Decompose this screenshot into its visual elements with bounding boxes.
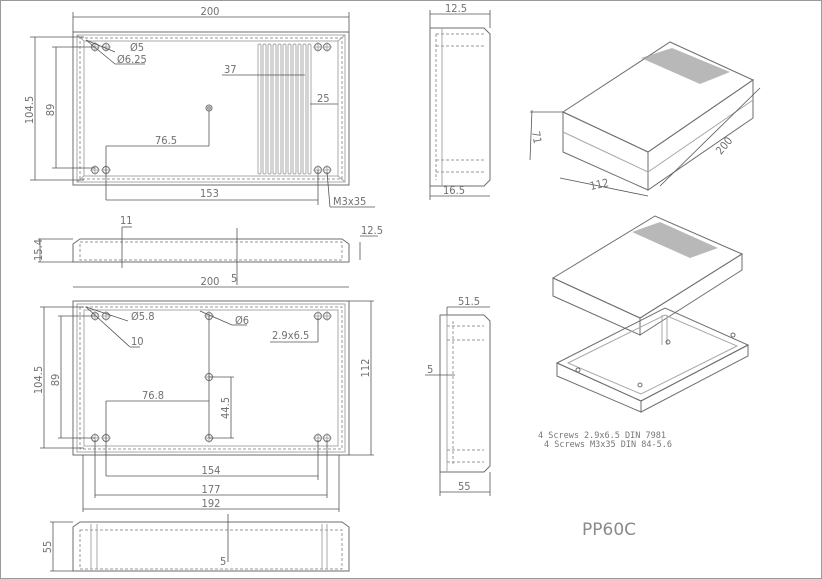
dim-box-height: 55 xyxy=(41,541,54,554)
dim-hole-center: Ø6 xyxy=(235,314,249,327)
dim-hole-small: Ø5 xyxy=(130,41,144,54)
dim-screw-bottom: 2.9x6.5 xyxy=(272,329,309,342)
dim-hole-small-bottom: Ø5.8 xyxy=(131,310,155,323)
vent-slot xyxy=(302,43,307,175)
dim-end-top: 12.5 xyxy=(445,2,467,15)
vent-slot xyxy=(282,43,287,175)
dim-end-box-top: 51.5 xyxy=(458,295,480,308)
dim-iso-length: 200 xyxy=(713,134,735,157)
dim-center-offset-bottom: 76.8 xyxy=(142,389,164,402)
dim-hole-large: Ø6.25 xyxy=(117,53,147,66)
vent-slot xyxy=(257,43,262,175)
dim-iso-depth: 112 xyxy=(589,176,610,193)
dim-height-inner-bottom: 89 xyxy=(49,374,62,387)
vent-slots xyxy=(257,43,312,175)
dim-spacing-outer: 177 xyxy=(202,483,221,496)
dim-wall: 5 xyxy=(231,272,237,285)
dim-gap: 11 xyxy=(120,214,133,227)
top-side-view xyxy=(38,226,378,285)
dim-lid-edge: 12.5 xyxy=(361,224,383,237)
vent-slot xyxy=(277,43,282,175)
top-view xyxy=(30,12,375,208)
end-view-box xyxy=(425,306,491,496)
dim-end-bottom: 16.5 xyxy=(443,184,465,197)
bottom-side-view xyxy=(50,514,350,572)
bottom-view xyxy=(40,286,374,512)
note-screws-2: 4 Screws M3x35 DIN 84-5.6 xyxy=(544,440,672,450)
dim-hole-spacing: 153 xyxy=(200,187,219,200)
dim-screw: M3x35 xyxy=(333,195,366,208)
vent-slot xyxy=(287,43,292,175)
dim-iso-height: 71 xyxy=(529,130,544,145)
model-title: PP60C xyxy=(582,520,636,540)
note-screws-1: 4 Screws 2.9x6.5 DIN 7981 xyxy=(538,431,666,441)
dim-end-box-wall: 5 xyxy=(427,363,433,376)
dim-width: 200 xyxy=(201,5,220,18)
vent-slot xyxy=(307,43,312,175)
vent-slot xyxy=(272,43,277,175)
end-view-lid xyxy=(429,10,491,200)
dim-height-outer: 104.5 xyxy=(23,96,36,124)
dim-height-inner: 89 xyxy=(44,104,57,117)
dim-center-spacing: 44.5 xyxy=(219,397,232,419)
dim-center-offset: 76.5 xyxy=(155,134,177,147)
iso-view-exploded xyxy=(551,215,750,413)
dim-vent-width: 37 xyxy=(224,63,237,76)
dim-corner: 10 xyxy=(131,335,144,348)
vent-slot xyxy=(267,43,272,175)
vent-slot xyxy=(292,43,297,175)
dim-side-height: 15.4 xyxy=(32,239,45,261)
dim-end-box-height: 55 xyxy=(458,480,471,493)
vent-slot xyxy=(297,43,302,175)
dim-box-wall: 5 xyxy=(220,555,226,568)
dim-inner-width: 192 xyxy=(202,497,221,510)
vent-slot xyxy=(262,43,267,175)
dim-height-outer-bottom: 104.5 xyxy=(32,366,45,394)
dim-depth: 112 xyxy=(359,359,372,378)
dim-spacing-inner: 154 xyxy=(202,464,221,477)
dim-vent-offset: 25 xyxy=(317,92,330,105)
dim-width-bottom: 200 xyxy=(201,275,220,288)
iso-view-closed xyxy=(529,41,761,197)
